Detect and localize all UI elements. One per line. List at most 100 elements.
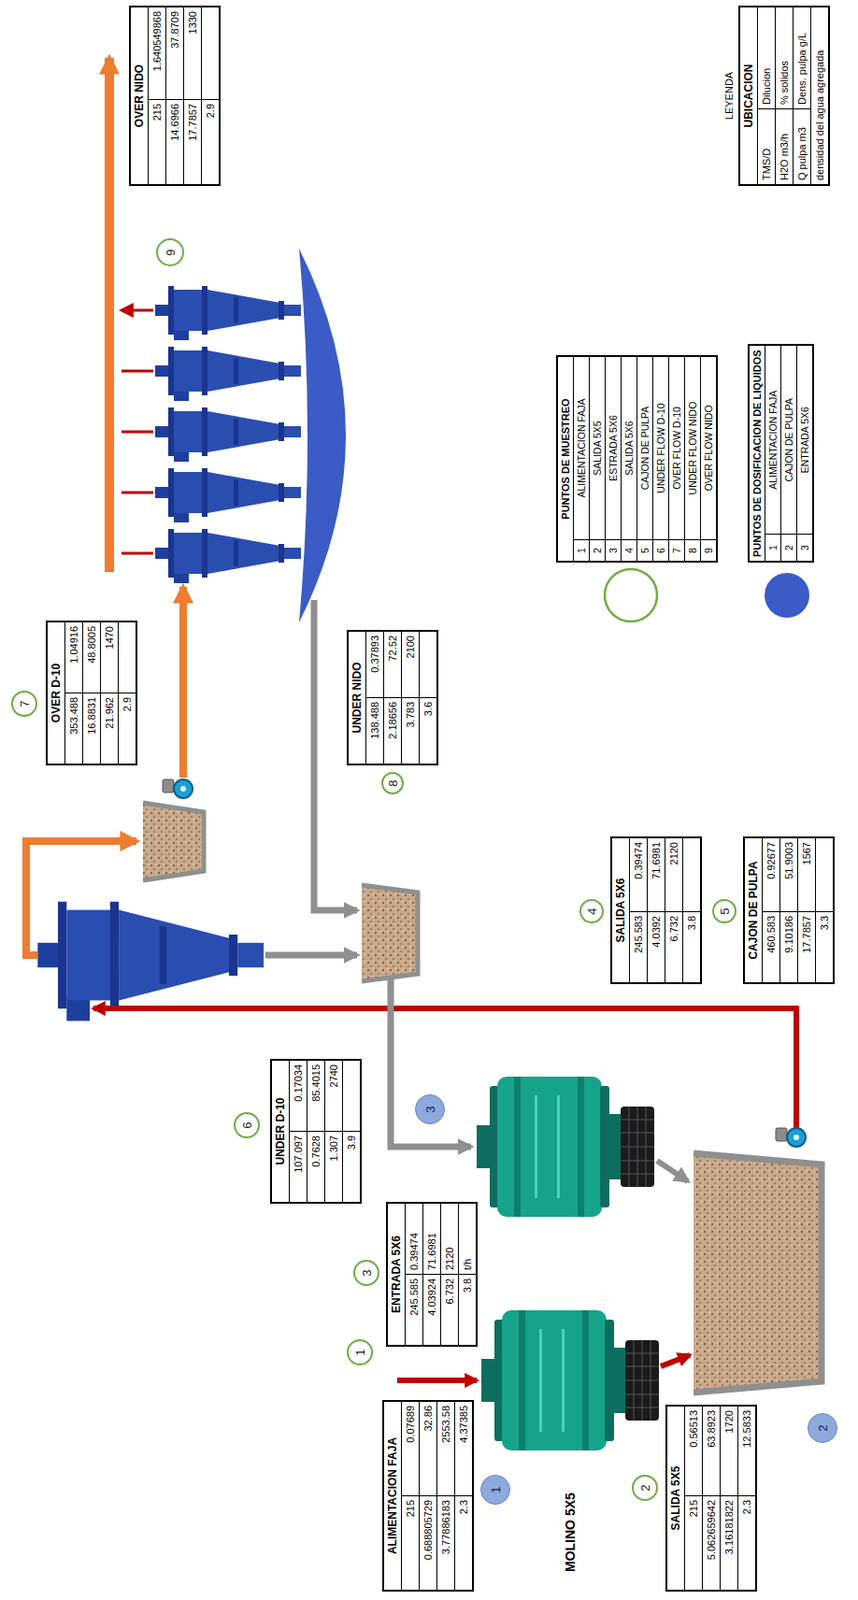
table-cell: ALIMENTACION FAJA <box>765 345 781 534</box>
cell-text: 3.783 <box>404 701 416 729</box>
table-cell: 8 <box>685 540 701 561</box>
callout-text: 1 <box>353 1348 368 1356</box>
cell-text: Dens. pulpa g/L <box>796 32 808 105</box>
callout-number: 1 <box>346 1339 373 1366</box>
table-header: OVER D-10 <box>47 622 65 764</box>
cyclone-feed-line <box>93 1008 797 1129</box>
discharge-arrow <box>657 1160 688 1182</box>
cell-text: 16.8831 <box>85 697 98 735</box>
callout-number: 6 <box>233 1112 260 1139</box>
data-table: ALIMENTACION FAJA2150.076890.68880572932… <box>382 1400 474 1592</box>
table-header: PUNTOS DE MUESTREO <box>557 357 573 561</box>
table-cell: 3.9 <box>343 1131 360 1202</box>
hydrocyclone <box>155 286 301 341</box>
table-header: UNDER NIDO <box>348 631 366 764</box>
cell-text: 2.3 <box>457 1500 470 1515</box>
table-cell: 16.8831 <box>83 693 101 764</box>
cell-text: 6.732 <box>443 1278 456 1305</box>
table-cell: 6 <box>653 540 669 561</box>
cell-text: 3.77886183 <box>440 1500 452 1555</box>
callout-number: 8 <box>381 772 404 795</box>
table-cell: 1.307 <box>325 1131 343 1202</box>
table-cell: 17.7857 <box>184 100 201 185</box>
data-table: PUNTOS DE MUESTREO1ALIMENTACION FAJA2SAL… <box>556 355 718 563</box>
table-cell: Q pulpa m3 <box>793 109 811 185</box>
callout-text: 3 <box>359 1269 374 1276</box>
callout-number: 9 <box>156 238 185 267</box>
distributor-box-wall <box>361 885 418 982</box>
cell-text: 17.7857 <box>800 915 813 954</box>
table-grid: CAJON DE PULPA460.5830.926779.1018651.90… <box>743 836 835 985</box>
table-cell: 3.77886183 <box>437 1496 455 1590</box>
cell-text: UNDER FLOW D-10 <box>655 402 667 493</box>
table-cell: 353.488 <box>65 693 83 764</box>
cell-text: CAJON DE PULPA <box>783 398 795 483</box>
pump <box>162 779 193 799</box>
table-cell: 1330 <box>184 7 201 100</box>
table-cell: 2120 <box>665 838 683 912</box>
table-cell: 3.783 <box>401 698 419 764</box>
cell-text: TMS/D <box>760 148 773 181</box>
cell-text: 14.6966 <box>169 103 181 142</box>
table-cell: 4 <box>621 540 637 561</box>
table-cell: 9.10186 <box>780 912 798 983</box>
table-cell: TMS/D <box>757 109 775 185</box>
table-grid: PUNTOS DE MUESTREO1ALIMENTACION FAJA2SAL… <box>556 355 718 563</box>
data-table: ENTRADA 5X6245.5850.394744.0392471.69816… <box>386 1201 478 1347</box>
table-cell: 4.37385 <box>455 1401 472 1496</box>
table-cell <box>815 838 833 912</box>
pulp-box-wall <box>693 1153 822 1393</box>
header-text: CAJON DE PULPA <box>746 860 760 959</box>
table-cell: 32.86 <box>419 1401 437 1496</box>
cell-text: 4.37385 <box>457 1405 470 1444</box>
cell-text: 4 <box>623 547 635 554</box>
ball-mill <box>476 1076 655 1217</box>
table-cell: 245.585 <box>405 1274 423 1345</box>
table-cell: 5 <box>637 540 653 561</box>
table-cell: 21.962 <box>100 693 118 764</box>
table-cell: 3 <box>797 534 813 561</box>
table-cell: Dens. pulpa g/L <box>793 7 811 109</box>
table-cell <box>343 1060 360 1131</box>
cell-text: 1330 <box>186 11 199 34</box>
table-cell: 2100 <box>401 631 419 698</box>
table-cell: 0.39474 <box>405 1203 423 1274</box>
cell-text: densidad del agua agregada <box>814 50 826 181</box>
cell-text: 215 <box>404 1500 416 1517</box>
cell-text: ESTRADA 5X6 <box>607 414 619 482</box>
cell-text: 2100 <box>404 635 416 658</box>
overflow-arrows <box>121 310 154 554</box>
pulp-box <box>693 1153 822 1393</box>
cell-text: 1 <box>575 547 587 554</box>
cell-text: 12.5833 <box>741 1410 753 1448</box>
table-cell: 215 <box>685 1496 702 1590</box>
table-cell: 51.9003 <box>780 838 798 912</box>
table-cell: 2553.58 <box>437 1401 455 1496</box>
table-cell: 0.92677 <box>762 838 780 912</box>
cell-text: 1470 <box>103 626 115 649</box>
table-header: CAJON DE PULPA <box>744 838 762 983</box>
table-header: ALIMENTACION FAJA <box>384 1401 401 1590</box>
cell-text: 245.585 <box>408 1278 420 1316</box>
table-cell: 1.04916 <box>65 622 83 693</box>
cell-text: 71.6981 <box>650 842 662 880</box>
feed-arrow <box>397 1377 477 1384</box>
table-cell: 1470 <box>100 622 118 693</box>
table-cell: 1.640549868 <box>148 7 166 100</box>
cell-text: 5 <box>639 547 651 554</box>
cell-text: 1.640549868 <box>151 11 163 72</box>
cell-text: 2.3 <box>741 1500 753 1515</box>
table-cell: 0.688805729 <box>419 1496 437 1590</box>
table-cell: 2120 <box>441 1203 458 1274</box>
table-cell: 215 <box>401 1496 419 1590</box>
header-text: ALIMENTACION FAJA <box>386 1437 400 1555</box>
cell-text: 85.4015 <box>310 1064 322 1102</box>
table-cell: 63.8923 <box>702 1406 720 1496</box>
table-cell: SALIDA 5X5 <box>589 357 605 540</box>
underflow-collector <box>299 248 346 623</box>
table-cell: ESTRADA 5X6 <box>605 357 621 540</box>
final-overflow-line <box>104 57 115 572</box>
table-cell: 1720 <box>720 1406 738 1496</box>
dosing-point-symbol <box>764 572 810 618</box>
